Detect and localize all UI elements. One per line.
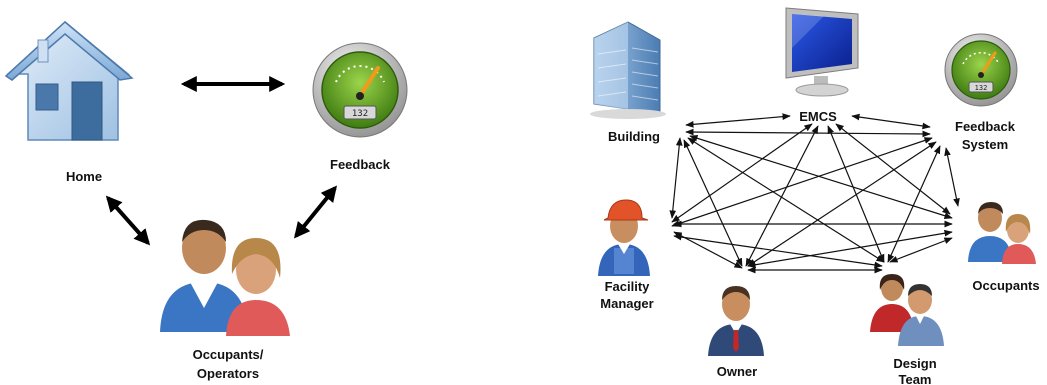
people-icon (968, 202, 1036, 264)
building-icon (590, 21, 666, 119)
arrow-building-design (687, 137, 885, 263)
building-label: Building (608, 129, 660, 144)
gauge-icon: 132 (944, 33, 1018, 107)
team-icon (870, 274, 944, 346)
businessman-icon (708, 286, 764, 356)
arrow-feedback-design (887, 145, 941, 263)
arrow-design-occupants (889, 237, 953, 263)
feedback-label: Feedback (330, 157, 391, 172)
owner-label: Owner (717, 364, 757, 379)
arrow-feedback-occupants (293, 185, 338, 239)
facility-manager-label-line2: Manager (600, 296, 653, 311)
facility-manager-label-line1: Facility (605, 279, 651, 294)
occupants-label: Occupants (972, 278, 1039, 293)
gauge-readout: 132 (975, 84, 988, 92)
occupants-operators-label-line2: Operators (197, 366, 259, 381)
network-arrows (669, 113, 960, 274)
arrow-feedback-manager (671, 137, 933, 227)
arrow-building-manager (669, 137, 683, 219)
home-label: Home (66, 169, 102, 184)
design-team-label-line1: Design (893, 356, 936, 371)
arrow-emcs-occupants (835, 123, 951, 215)
occupants-operators-label-line1: Occupants/ (193, 347, 264, 362)
arrow-home-occupants (105, 195, 151, 246)
arrow-emcs-manager (671, 123, 813, 223)
feedback-system-label-line2: System (962, 137, 1008, 152)
arrow-feedback-occupants (944, 147, 960, 207)
arrow-emcs-owner (745, 125, 819, 267)
gauge-icon: 132 (312, 42, 408, 138)
right-diagram: Building EMCS 132 Feedback System (590, 7, 1040, 385)
arrow-emcs-feedback (851, 113, 931, 130)
house-icon (4, 21, 134, 141)
design-team-label-line2: Team (899, 372, 932, 385)
worker-icon (598, 199, 650, 276)
arrow-building-emcs (685, 113, 791, 128)
people-icon (160, 219, 290, 336)
monitor-icon (785, 7, 859, 97)
emcs-label: EMCS (799, 109, 837, 124)
gauge-readout: 132 (352, 109, 368, 119)
arrow-building-feedback (685, 128, 931, 138)
left-diagram: Home 132 Feedback Occupants/ Operators (4, 21, 408, 381)
arrow-building-owner (683, 139, 743, 267)
feedback-system-label-line1: Feedback (955, 119, 1016, 134)
